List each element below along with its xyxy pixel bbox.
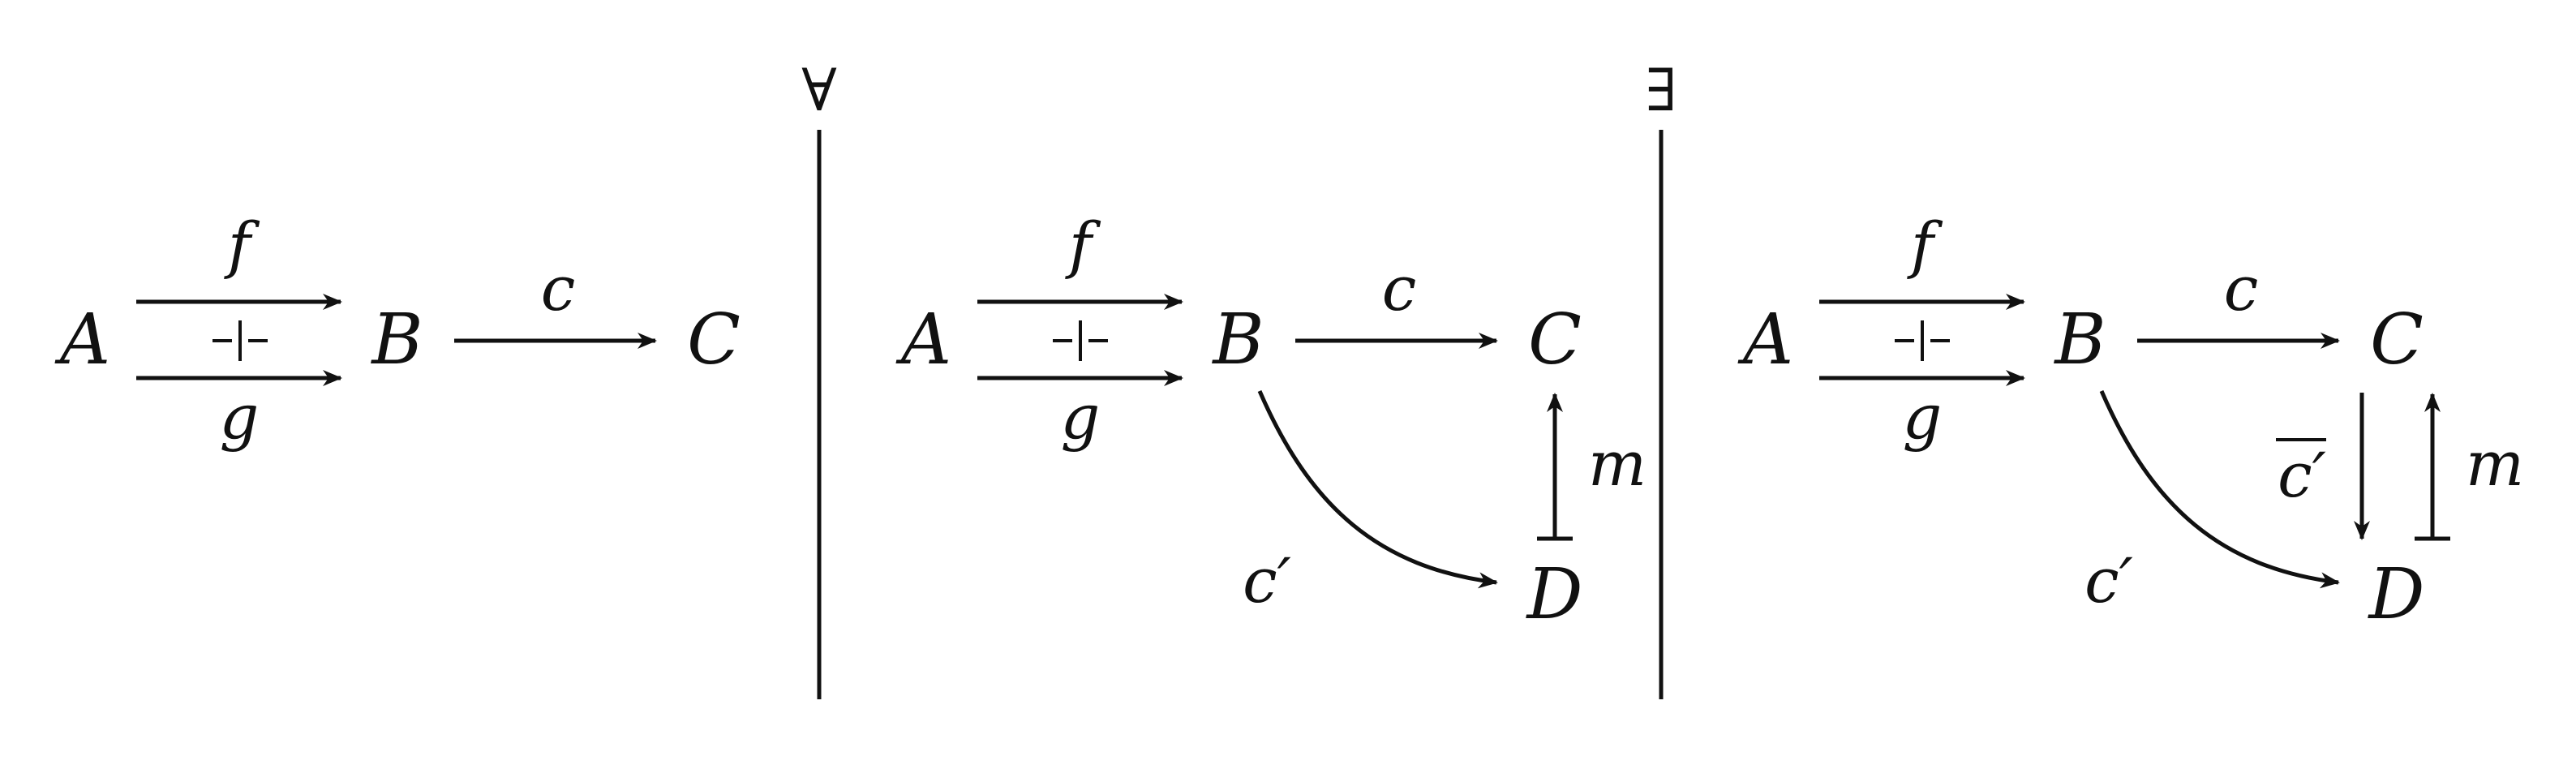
node-d: D [2368,554,2425,635]
divider-exists: ∃ [1645,56,1677,699]
node-b: B [2053,299,2106,380]
arrow-m [1537,393,1573,541]
label-c-prime: c′ [2084,544,2133,617]
forall-symbol: ∀ [801,56,837,124]
label-g: g [1061,380,1101,453]
node-b: B [370,299,423,380]
label-m: m [1588,428,1646,500]
arrow-m [2415,393,2450,541]
divider-forall: ∀ [801,56,837,699]
node-c: C [687,299,741,380]
label-f: f [1907,208,1943,281]
label-c: c [541,252,576,324]
label-m: m [2466,428,2524,500]
node-c: C [1528,299,1582,380]
parallel-tick-mark [213,320,268,361]
arrow-c-prime [2099,390,2340,589]
label-f: f [224,208,260,281]
panel-2: A B C D f g c c′ m [895,208,1646,635]
node-c: C [2370,299,2424,380]
panel-3: A B C D f g c c′ c′ m [1737,208,2524,635]
label-g: g [220,380,260,453]
arrow-c-prime [1257,390,1498,589]
node-d: D [1526,554,1583,635]
label-f: f [1065,208,1101,281]
label-c-bar-text: c′ [2278,439,2326,511]
label-c-bar: c′ [2276,438,2326,511]
node-a: A [54,299,110,380]
exists-symbol: ∃ [1645,56,1677,124]
parallel-tick-mark [1053,320,1108,361]
parallel-tick-mark [1895,320,1950,361]
node-a: A [1737,299,1793,380]
node-b: B [1211,299,1264,380]
label-c: c [2224,252,2259,324]
label-c-prime: c′ [1243,544,1291,617]
label-g: g [1903,380,1943,453]
node-a: A [895,299,951,380]
panel-1: A B C f g c [54,208,741,453]
label-c: c [1382,252,1417,324]
